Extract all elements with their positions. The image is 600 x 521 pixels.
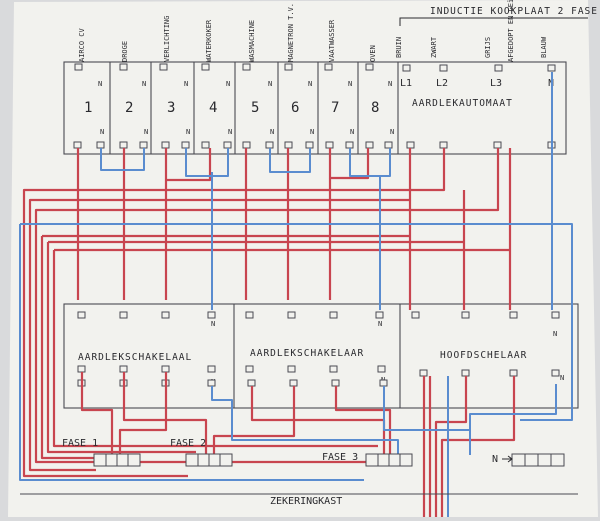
live-wires [22,148,516,517]
wire-label-grijs: GRIJS [484,37,492,58]
circuit-number-6: 6 [291,100,299,116]
wire-label-zwart: ZWART [430,36,438,58]
breaker-n-marker: N [308,80,312,88]
switch-terminals [77,311,560,387]
circuit-number-2: 2 [125,100,133,116]
wire-label-blauw: BLAUW [540,36,548,58]
terminal-l2: L2 [436,78,448,89]
breaker-top-terminals [74,63,556,72]
breaker-n-marker: N [350,128,354,136]
breaker-n-marker: N [144,128,148,136]
wire-label-afgedopt: AFGEDOPT EN GEïSOLEERD [507,0,515,62]
neutral-bar-arrow [502,455,513,463]
circuit-number-1: 1 [84,100,92,116]
circuit-label-2: DROGE [121,41,129,62]
breaker-n-marker: N [228,128,232,136]
switch-n-marker: N [560,374,564,382]
header-bracket [399,17,588,26]
breaker-n-marker: N [268,80,272,88]
fase-bar-dividers [105,454,552,466]
breaker-n-marker: N [184,80,188,88]
switch-n-marker: N [553,330,557,338]
circuit-label-1: AIRCO CV [78,27,86,62]
switch-block [63,303,579,409]
breaker-n-marker: N [98,80,102,88]
rcd-label: AARDLEKAUTOMAAT [412,98,513,109]
breaker-n-marker: N [142,80,146,88]
breaker-n-marker: N [100,128,104,136]
circuit-label-3: VERLICHTING [163,16,171,62]
fase2-label: FASE 2 [170,438,206,449]
breaker-panel [63,61,567,155]
circuit-label-6: MAGNETRON T.V. KFZ KAP [287,0,295,62]
breaker-n-marker: N [388,80,392,88]
footer-title: ZEKERINGKAST [270,496,342,507]
breaker-n-marker: N [226,80,230,88]
paper-sheet [8,0,598,517]
breaker-bottom-terminals [73,141,556,149]
switch-n-marker: N [211,320,215,328]
breaker-n-marker: N [186,128,190,136]
breaker-n-marker: N [348,80,352,88]
rcd2-label: AARDLEKSCHAKELAAR [250,348,364,359]
terminal-l1: L1 [400,78,412,89]
circuit-number-7: 7 [331,100,339,116]
switch-n-marker: N [378,320,382,328]
neutral-bar-label: N [492,454,498,465]
breaker-n-marker: N [270,128,274,136]
breaker-n-marker: N [390,128,394,136]
terminal-l3: L3 [490,78,502,89]
circuit-number-8: 8 [371,100,379,116]
circuit-label-5: WASMACHINE [248,20,256,62]
breaker-n-markers: N N N N N N N N N N N N N N N N [98,80,394,136]
circuit-label-4: WATERKOKER [205,19,213,62]
header-title: INDUCTIE KOOKPLAAT 2 FASE [430,6,598,17]
circuit-label-7: VAATWASSER [328,19,336,62]
fase3-label: FASE 3 [322,452,358,463]
circuit-number-5: 5 [251,100,259,116]
wire-label-bruin: BRUIN [395,37,403,58]
neutral-wires [19,72,573,517]
fase1-label: FASE 1 [62,438,98,449]
circuit-label-8: OVEN [369,45,377,62]
breaker-n-marker: N [310,128,314,136]
circuit-number-4: 4 [209,100,217,116]
rcd1-label: AARDLEKSCHAKELAAL [78,352,192,363]
circuit-number-3: 3 [167,100,175,116]
main-switch-label: HOOFDSCHELAAR [440,350,527,361]
